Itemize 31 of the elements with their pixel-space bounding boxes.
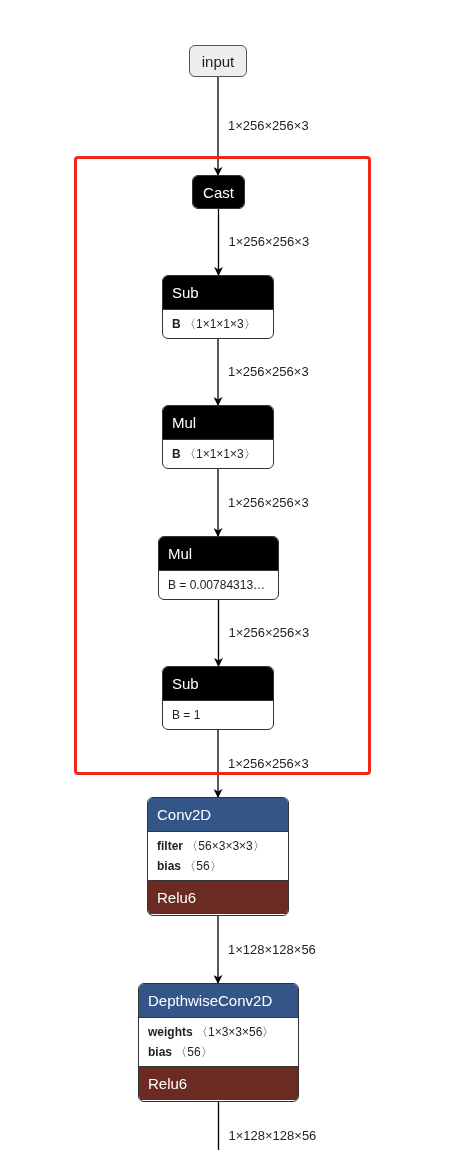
arrow bbox=[213, 729, 223, 798]
arrow bbox=[213, 338, 223, 406]
node-header: DepthwiseConv2D bbox=[139, 984, 298, 1017]
arrow bbox=[213, 915, 223, 984]
node-header: Sub bbox=[163, 667, 273, 700]
node-header: Conv2D bbox=[148, 798, 288, 831]
layer-node bbox=[138, 983, 299, 1102]
node-header: Sub bbox=[163, 276, 273, 309]
attribute-text: bias 〈56〉 bbox=[156, 858, 223, 875]
attribute-text: B 〈1×1×1×3〉 bbox=[171, 316, 257, 333]
layer-node bbox=[162, 275, 274, 339]
layer-node bbox=[147, 797, 289, 916]
node-header: Mul bbox=[163, 406, 273, 439]
attribute-text: bias 〈56〉 bbox=[147, 1044, 214, 1061]
activation-band: Relu6 bbox=[139, 1066, 298, 1100]
arrow bbox=[213, 468, 223, 537]
attribute-text: B = 1 bbox=[171, 707, 202, 724]
arrow bbox=[214, 208, 223, 276]
attribute-text: weights 〈1×3×3×56〉 bbox=[147, 1024, 276, 1041]
attribute-text: B = 0.00784313… bbox=[167, 577, 267, 594]
arrow bbox=[213, 76, 223, 176]
activation-band: Relu6 bbox=[148, 880, 288, 914]
attribute-text: B 〈1×1×1×3〉 bbox=[171, 446, 257, 463]
input-node: input bbox=[189, 45, 247, 77]
attribute-text: filter 〈56×3×3×3〉 bbox=[156, 838, 266, 855]
layer-node bbox=[162, 666, 274, 730]
node-header: Cast bbox=[193, 176, 244, 208]
node-header: Mul bbox=[159, 537, 278, 570]
layer-node bbox=[162, 405, 274, 469]
arrow bbox=[214, 599, 223, 667]
layer-node bbox=[158, 536, 279, 600]
